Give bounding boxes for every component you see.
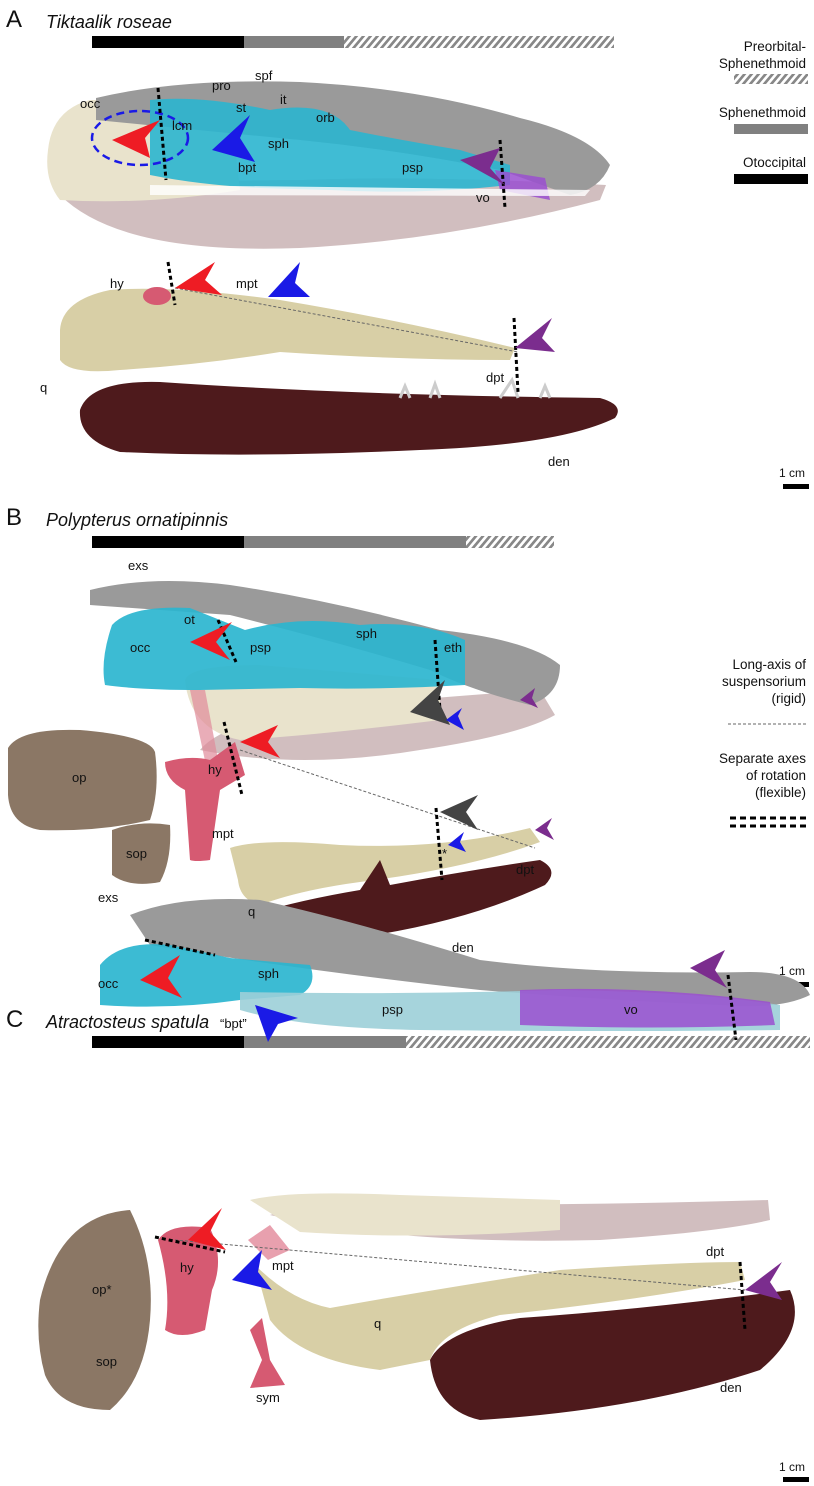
otoccipital-bar-a <box>92 36 244 48</box>
grey-arrow-b2 <box>440 795 478 830</box>
label-c-den: den <box>720 1380 742 1395</box>
preorbital-bar-b <box>466 536 554 548</box>
legend-separate-axes-label: Separate axes of rotation (flexible) <box>666 750 806 801</box>
legend-swatch-sphenethmoid <box>734 124 808 134</box>
panel-letter-a: A <box>6 6 22 34</box>
label-b-sph: sph <box>356 626 377 641</box>
label-b-asterisk: * <box>442 846 447 861</box>
scale-label-a: 1 cm <box>779 466 805 480</box>
label-b-ot: ot <box>184 612 195 627</box>
label-a-psp: psp <box>402 160 423 175</box>
label-c-op: op* <box>92 1282 112 1297</box>
species-name-b: Polypterus ornatipinnis <box>46 510 228 531</box>
label-c-sph: sph <box>258 966 279 981</box>
purple-arrow-a2 <box>515 318 555 352</box>
label-b-exs: exs <box>128 558 148 573</box>
label-a-pro: pro <box>212 78 231 93</box>
label-a-sph: sph <box>268 136 289 151</box>
legend-swatch-otoccipital <box>734 174 808 184</box>
otoccipital-bar-b <box>92 536 244 548</box>
species-name-c: Atractosteus spatula <box>46 1012 209 1033</box>
label-a-lcm: lcm <box>172 118 192 133</box>
sphenethmoid-bar-a <box>244 36 344 48</box>
panel-letter-b: B <box>6 504 22 532</box>
legend <box>728 74 810 826</box>
label-b-psp: psp <box>250 640 271 655</box>
label-c-hy: hy <box>180 1260 194 1275</box>
label-b-den: den <box>452 940 474 955</box>
label-c-occ: occ <box>98 976 118 991</box>
scale-bar-a <box>783 484 809 489</box>
legend-long-axis-label: Long-axis of suspensorium (rigid) <box>666 656 806 707</box>
label-a-spf: spf <box>255 68 272 83</box>
label-c-sop: sop <box>96 1354 117 1369</box>
hinge-line-a4 <box>514 318 518 392</box>
label-a-hy: hy <box>110 276 124 291</box>
legend-sphenethmoid-label: Sphenethmoid <box>666 104 806 121</box>
label-c-mpt: mpt <box>272 1258 294 1273</box>
opercle-c <box>38 1210 151 1410</box>
blue-arrow-a2 <box>268 262 310 297</box>
purple-arrow-b2 <box>535 818 554 840</box>
label-a-it: it <box>280 92 287 107</box>
label-b-mpt: mpt <box>212 826 234 841</box>
label-a-dpt: dpt <box>486 370 504 385</box>
interhyal-c <box>248 1225 290 1260</box>
panel-letter-c: C <box>6 1006 23 1034</box>
label-b-dpt: dpt <box>516 862 534 877</box>
palatoquadrate-a <box>60 289 515 372</box>
label-b-hy: hy <box>208 762 222 777</box>
otoccipital-bar-c <box>92 1036 244 1048</box>
label-a-orb: orb <box>316 110 335 125</box>
sphenethmoid-bar-b <box>244 536 466 548</box>
panel-c <box>38 899 810 1482</box>
label-c-sym: sym <box>256 1390 280 1405</box>
species-name-a: Tiktaalik roseae <box>46 12 172 33</box>
cheek-c <box>250 1193 560 1235</box>
scale-label-b: 1 cm <box>779 964 805 978</box>
label-a-occ: occ <box>80 96 100 111</box>
hyomandibula-a <box>143 287 171 305</box>
label-c-vo: vo <box>624 1002 638 1017</box>
long-axis-line-b <box>240 750 535 848</box>
legend-swatch-preorbital <box>734 74 808 84</box>
legend-otoccipital-label: Otoccipital <box>666 154 806 171</box>
scale-label-c: 1 cm <box>779 1460 805 1474</box>
label-a-mpt: mpt <box>236 276 258 291</box>
label-a-den: den <box>548 454 570 469</box>
label-a-bpt: bpt <box>238 160 256 175</box>
label-c-q: q <box>374 1316 381 1331</box>
label-b-eth: eth <box>444 640 462 655</box>
label-b-op: op <box>72 770 86 785</box>
label-b-q: q <box>248 904 255 919</box>
preorbital-bar-c <box>406 1036 810 1048</box>
scale-bar-c <box>783 1477 809 1482</box>
label-a-vo: vo <box>476 190 490 205</box>
preorbital-bar-a <box>344 36 614 48</box>
label-c-exs: exs <box>98 890 118 905</box>
mandible-a <box>80 382 618 455</box>
label-a-st: st <box>236 100 246 115</box>
label-b-occ: occ <box>130 640 150 655</box>
label-c-bpt: “bpt” <box>220 1016 247 1031</box>
label-b-sop: sop <box>126 846 147 861</box>
purple-arrow-c2 <box>745 1262 782 1300</box>
legend-preorbital-label: Preorbital- Sphenethmoid <box>666 38 806 72</box>
label-c-psp: psp <box>382 1002 403 1017</box>
label-c-dpt: dpt <box>706 1244 724 1259</box>
label-a-q: q <box>40 380 47 395</box>
